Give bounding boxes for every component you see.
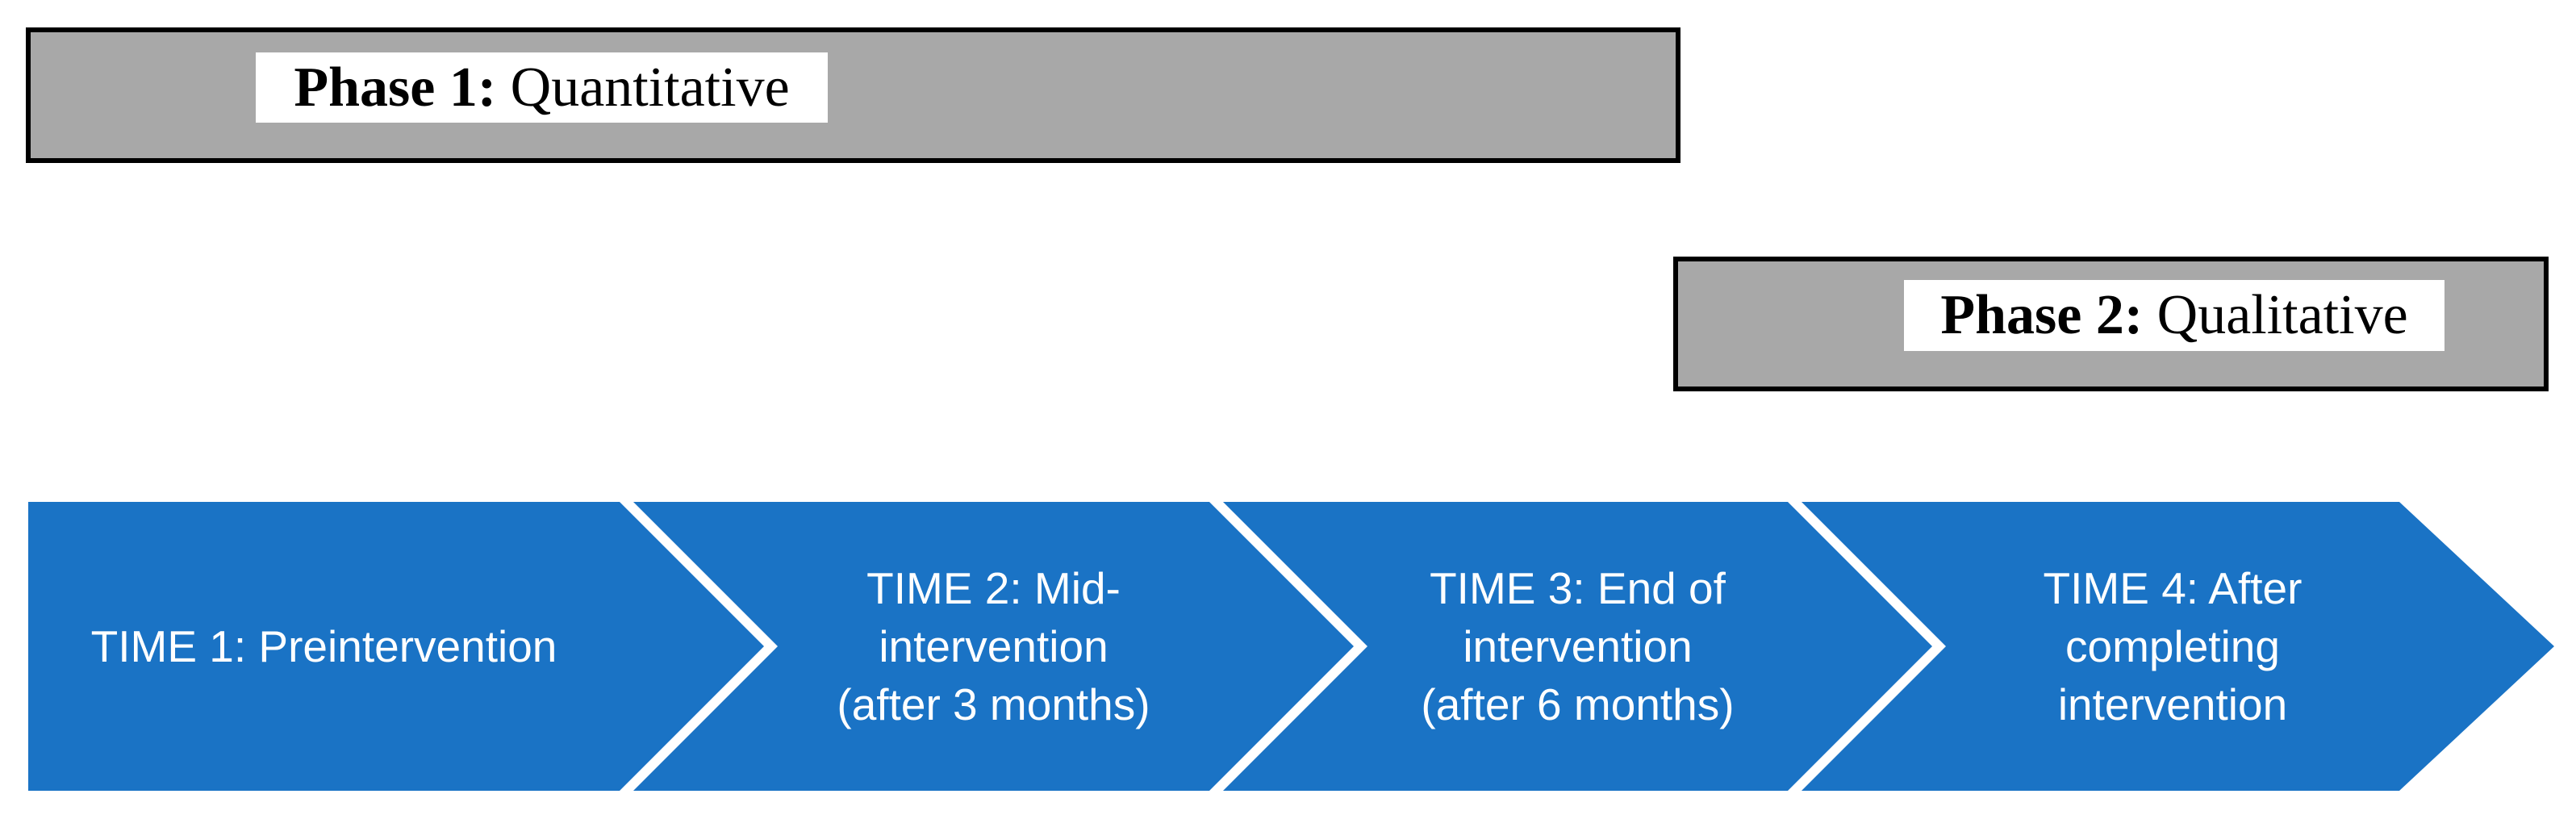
phase-1-name: Quantitative: [510, 56, 790, 119]
phase-2-prefix: Phase 2:: [1940, 284, 2144, 346]
phase-2-name: Qualitative: [2156, 284, 2408, 346]
segment-2-line-3: (after 3 months): [837, 679, 1150, 729]
timeline-segment-2-label: TIME 2: Mid- intervention (after 3 month…: [778, 502, 1209, 791]
timeline-segment-1-label: TIME 1: Preintervention: [28, 502, 620, 791]
timeline-chevron-3: [1223, 502, 1932, 791]
segment-3-line-3: (after 6 months): [1421, 679, 1735, 729]
segment-3-line-2: intervention: [1463, 621, 1693, 671]
timeline-segment-4-label: TIME 4: After completing intervention: [1946, 502, 2399, 791]
phase-1-label: Phase 1: Quantitative: [256, 52, 828, 123]
segment-4-line-1: TIME 4: After: [2043, 563, 2303, 613]
phase-2-label-text: Phase 2: Qualitative: [1940, 287, 2407, 344]
segment-3-line-1: TIME 3: End of: [1430, 563, 1726, 613]
timeline-segment-3-label: TIME 3: End of intervention (after 6 mon…: [1367, 502, 1788, 791]
segment-2-line-2: intervention: [879, 621, 1108, 671]
segment-2-line-1: TIME 2: Mid-: [866, 563, 1121, 613]
timeline-chevron-2: [633, 502, 1354, 791]
segment-1-line-1: TIME 1: Preintervention: [90, 621, 557, 671]
phase-2-label: Phase 2: Qualitative: [1904, 280, 2444, 351]
timeline-chevron-1: [28, 502, 764, 791]
timeline-chevron-4: [1802, 502, 2554, 791]
segment-4-line-3: intervention: [2057, 679, 2288, 729]
phase-1-prefix: Phase 1:: [294, 56, 497, 119]
phase-1-label-text: Phase 1: Quantitative: [294, 59, 789, 116]
segment-4-line-2: completing: [2065, 621, 2280, 671]
